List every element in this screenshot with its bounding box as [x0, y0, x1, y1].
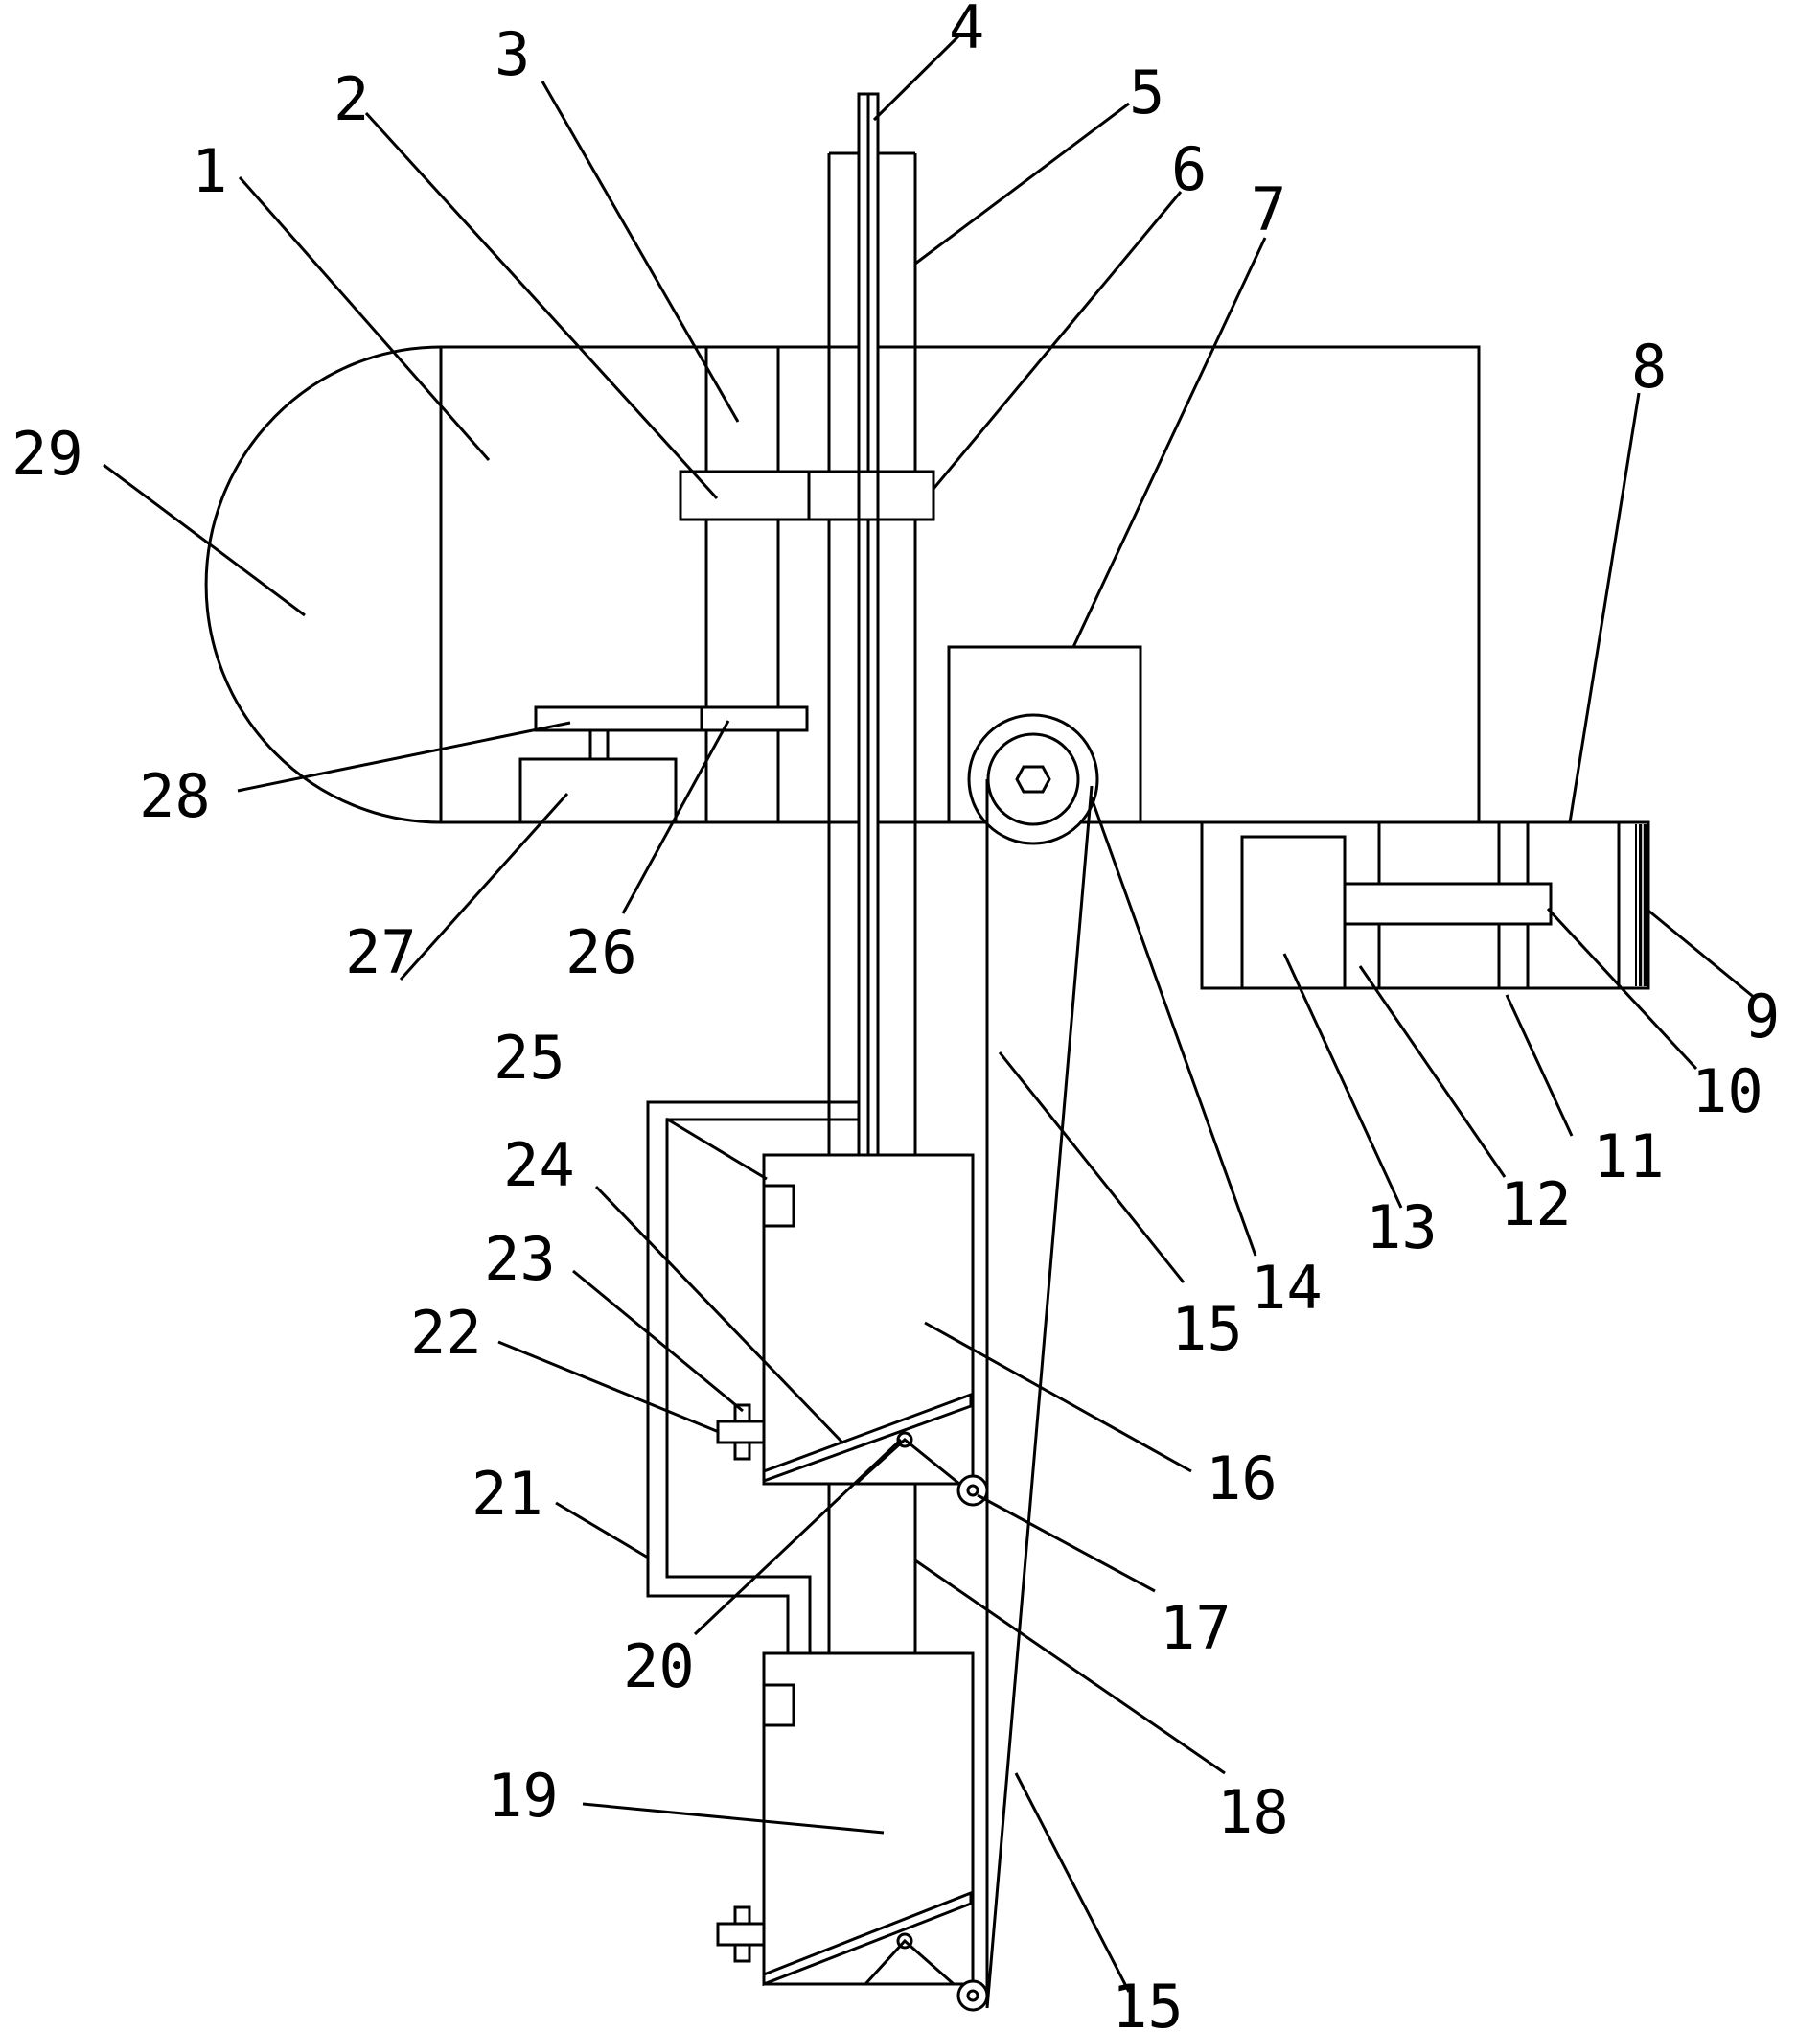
label-26: 26 [565, 917, 637, 987]
label-4: 4 [949, 0, 984, 62]
label-27: 27 [345, 917, 417, 987]
label-1: 1 [192, 136, 227, 206]
label-10: 10 [1692, 1056, 1763, 1126]
label-7: 7 [1251, 174, 1286, 244]
upper-chamber [762, 1153, 975, 1486]
connecting-tube [827, 1484, 917, 1653]
side-box [1200, 820, 1650, 990]
label-3: 3 [495, 19, 530, 89]
label-29: 29 [12, 419, 83, 489]
label-11: 11 [1593, 1121, 1665, 1191]
label-6: 6 [1171, 134, 1207, 204]
leader-lines [103, 35, 1757, 1993]
label-15-lower: 15 [1112, 1972, 1184, 2032]
valve-lower [716, 1905, 766, 1963]
label-9: 9 [1744, 981, 1780, 1051]
belt [985, 779, 1094, 2009]
label-13: 13 [1366, 1192, 1438, 1262]
label-17: 17 [1160, 1593, 1232, 1663]
guide-column [704, 347, 780, 822]
label-8: 8 [1631, 332, 1667, 402]
label-18: 18 [1217, 1777, 1289, 1847]
valve-upper [716, 1403, 766, 1461]
number-labels: 1 2 3 4 5 6 7 8 9 10 11 12 13 14 15 16 1… [12, 0, 1780, 2032]
main-housing [204, 345, 1481, 824]
label-15-upper: 15 [1171, 1294, 1243, 1364]
belt-pulley-upper [956, 1474, 989, 1507]
side-pipe [646, 1100, 858, 1653]
label-25: 25 [494, 1023, 565, 1093]
label-16: 16 [1206, 1443, 1278, 1513]
gear-train [518, 705, 809, 824]
label-22: 22 [410, 1298, 482, 1368]
label-2: 2 [334, 64, 369, 134]
label-19: 19 [487, 1761, 559, 1831]
label-21: 21 [472, 1459, 543, 1529]
label-24: 24 [503, 1130, 575, 1200]
label-12: 12 [1500, 1169, 1572, 1239]
label-20: 20 [623, 1631, 695, 1701]
rod [857, 92, 880, 1160]
label-28: 28 [139, 761, 211, 831]
label-23: 23 [484, 1224, 556, 1294]
clamp-blocks [679, 470, 935, 521]
label-14: 14 [1251, 1253, 1323, 1323]
lower-chamber [762, 1651, 975, 1987]
label-5: 5 [1129, 58, 1164, 127]
belt-pulley-lower [956, 1979, 989, 2012]
